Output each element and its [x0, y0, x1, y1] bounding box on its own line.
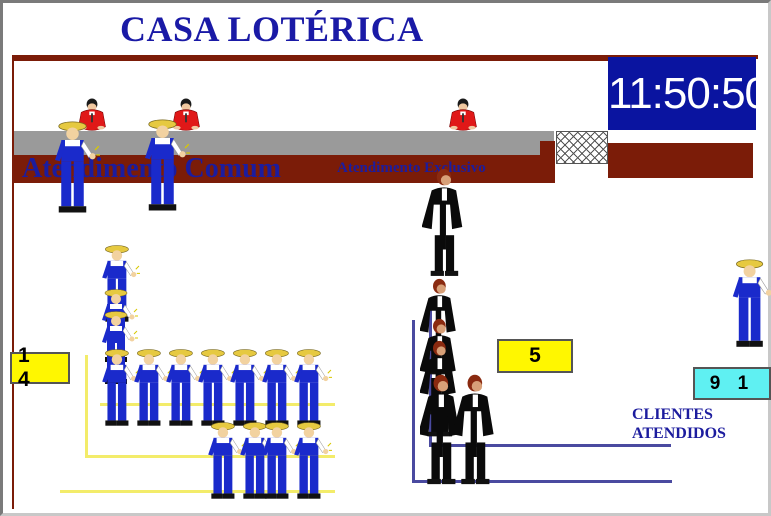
served-label-line2: ATENDIDOS	[632, 425, 726, 442]
queue-rail	[412, 480, 672, 483]
back-wall	[12, 59, 612, 61]
queue-rail	[85, 355, 88, 455]
side-wall	[12, 59, 14, 509]
executive-icon	[422, 168, 474, 280]
clock-display: 11:50:50	[608, 57, 769, 130]
exclusive-queue-count: 5	[497, 339, 573, 373]
queue-rail	[429, 444, 671, 447]
teller-icon	[445, 96, 481, 136]
worker-icon	[290, 413, 332, 513]
counter-top	[14, 131, 554, 155]
queue-rail	[85, 455, 335, 458]
ceiling-wall	[12, 55, 758, 59]
counter-front	[14, 155, 540, 183]
clock-base	[608, 143, 753, 178]
page-title: CASA LOTÉRICA	[120, 9, 424, 49]
executive-icon	[454, 372, 504, 490]
common-queue-count: 1 4	[10, 344, 70, 391]
worker-icon	[50, 120, 100, 220]
queue-rail	[60, 490, 335, 493]
net-icon	[556, 131, 608, 164]
worker-icon	[728, 255, 771, 357]
queue-rail	[412, 320, 415, 482]
served-label: CLIENTES ATENDIDOS	[632, 405, 726, 443]
served-label-line1: CLIENTES	[632, 406, 713, 423]
counter-end	[540, 141, 555, 183]
worker-icon	[140, 118, 190, 218]
served-count: 9 1	[693, 367, 771, 400]
